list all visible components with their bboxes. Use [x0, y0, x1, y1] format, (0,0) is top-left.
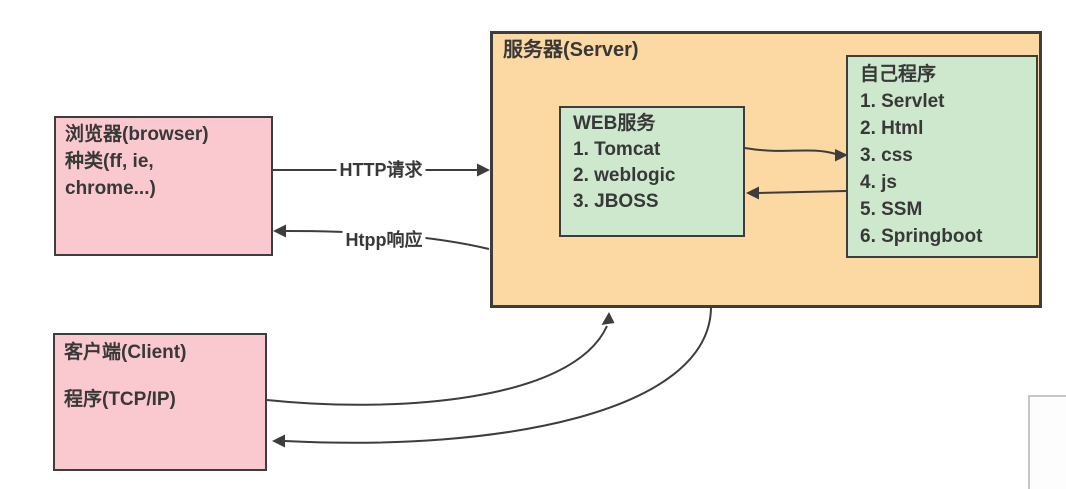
web-service-item-1: 1. Tomcat [573, 139, 661, 160]
client-to-server-arrow-line [266, 325, 608, 406]
server-to-client-arrow-line [284, 307, 712, 444]
client-to-server-arrowhead [601, 312, 615, 325]
server-box-title: 服务器(Server) [503, 39, 639, 61]
web-service-item-3: 3. JBOSS [573, 191, 659, 212]
own-program-item-4: 4. js [860, 172, 897, 193]
http-request-arrowhead [477, 163, 490, 177]
client-box-line2: 程序(TCP/IP) [64, 389, 176, 410]
own-program-item-3: 3. css [860, 145, 913, 166]
http-request-label: HTTP请求 [336, 159, 426, 181]
web-service-title: WEB服务 [573, 113, 656, 134]
own-program-item-6: 6. Springboot [860, 226, 983, 247]
own-program-item-2: 2. Html [860, 118, 924, 139]
web-service-box: WEB服务 1. Tomcat 2. weblogic 3. JBOSS [559, 106, 745, 237]
client-box: 客户端(Client) 程序(TCP/IP) [53, 333, 267, 471]
own-program-item-5: 5. SSM [860, 199, 923, 220]
http-response-arrowhead [273, 224, 286, 238]
partial-panel [1028, 395, 1066, 489]
browser-box: 浏览器(browser) 种类(ff, ie, chrome...) [54, 116, 273, 256]
own-program-title: 自己程序 [860, 64, 937, 85]
own-program-box: 自己程序 1. Servlet 2. Html 3. css 4. js 5. … [846, 55, 1038, 258]
http-response-label: Htpp响应 [342, 229, 426, 251]
own-program-item-1: 1. Servlet [860, 91, 945, 112]
browser-box-title: 浏览器(browser) [65, 124, 209, 145]
browser-box-line3: chrome...) [65, 178, 156, 199]
web-service-item-2: 2. weblogic [573, 165, 676, 186]
client-box-title: 客户端(Client) [64, 342, 187, 363]
server-to-client-arrowhead [272, 434, 285, 448]
browser-box-line2: 种类(ff, ie, [65, 151, 154, 172]
